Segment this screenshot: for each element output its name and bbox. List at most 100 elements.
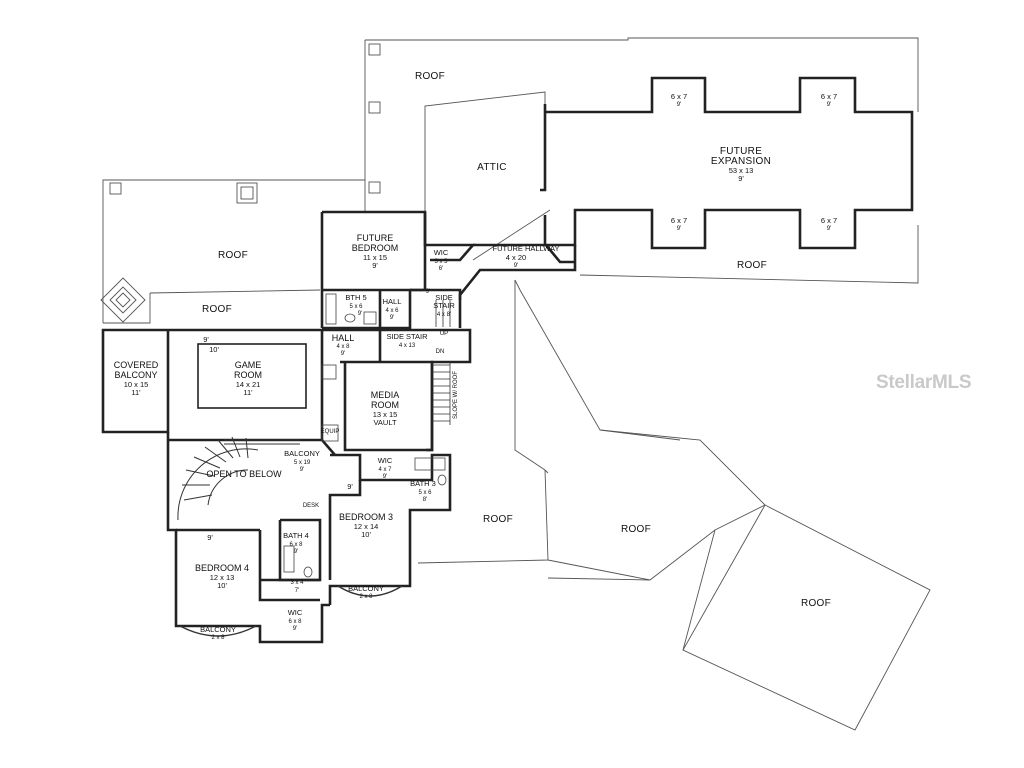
label-covered-balcony-1: COVERED: [114, 360, 159, 370]
watermark: StellarMLS: [876, 372, 972, 393]
balcony-curves: [179, 585, 403, 637]
label-game-room-height: 11': [243, 388, 253, 397]
label-balcony-b3: BALCONY: [348, 584, 384, 593]
label-dn: DN: [436, 349, 445, 355]
label-bedroom3: BEDROOM 3: [339, 512, 393, 522]
label-future-hallway-dims: 4 x 20: [506, 253, 526, 262]
label-bath4-dims: 6 x 8: [289, 542, 303, 548]
label-bump-bl-dims: 6 x 7: [671, 216, 687, 225]
label-bedroom4-height: 10': [217, 581, 227, 590]
label-bump-br-height: 9': [827, 226, 831, 232]
label-bath4: BATH 4: [283, 531, 309, 540]
label-media-room-vault: VAULT: [373, 418, 396, 427]
label-hall-upper-dims: 4 x 6: [385, 308, 399, 314]
label-covered-balcony-2: BALCONY: [114, 370, 157, 380]
label-attic: ATTIC: [477, 162, 507, 173]
label-roof-top: ROOF: [415, 71, 445, 82]
label-roof-mid-left: ROOF: [202, 304, 232, 315]
label-bath3-height: 8': [423, 497, 427, 503]
label-wic-top: WIC: [434, 248, 449, 257]
label-bump-tl-height: 9': [677, 102, 681, 108]
label-hall-lower: HALL: [332, 333, 355, 343]
label-bath5-dims: 5 x 6: [349, 304, 363, 310]
label-wic-top-dims: 5 x 5: [434, 259, 448, 265]
label-slope-roof: SLOPE W/ ROOF: [453, 371, 459, 419]
label-bedroom4-dims: 12 x 13: [210, 573, 235, 582]
label-balcony-inner: BALCONY: [284, 449, 320, 458]
label-bump-tl-dims: 6 x 7: [671, 92, 687, 101]
label-bath4-height: 9': [294, 549, 298, 555]
label-roof-center-right: ROOF: [621, 524, 651, 535]
label-equip: EQUIP: [321, 429, 340, 435]
label-hall-upper-height: 9': [390, 315, 394, 321]
label-wic-mid-dims: 4 x 7: [378, 467, 392, 473]
label-balcony-b3-dims: 2 x 8: [359, 594, 373, 600]
label-bath5: BTH 5: [345, 293, 366, 302]
label-hall-lower-dims: 4 x 8: [336, 344, 350, 350]
label-bump-tr-dims: 6 x 7: [821, 92, 837, 101]
label-closet-small-dims: 3 x 4: [290, 580, 304, 586]
label-open-to-below: OPEN TO BELOW: [206, 469, 282, 479]
label-bath3-dims: 5 x 6: [418, 490, 432, 496]
label-bedroom3-dims: 12 x 14: [354, 522, 379, 531]
labels: ROOF ROOF ROOF ROOF ROOF ROOF ROOF ATTIC…: [114, 71, 837, 641]
label-wic-bottom-height: 9': [293, 626, 297, 632]
label-future-bedroom-1: FUTURE: [357, 233, 394, 243]
label-media-room-1: MEDIA: [371, 390, 400, 400]
label-game-room-ceiling-9: 9': [203, 335, 209, 344]
label-covered-balcony-height: 11': [131, 388, 141, 397]
label-up: UP: [440, 331, 448, 337]
label-media-room-2: ROOM: [371, 400, 399, 410]
roof-outlines: [100, 37, 931, 731]
label-future-hallway-height: 9': [514, 263, 518, 269]
fixtures: [283, 293, 447, 578]
label-covered-balcony-dims: 10 x 15: [124, 380, 149, 389]
label-hall-upper: HALL: [383, 297, 402, 306]
label-bedroom4: BEDROOM 4: [195, 563, 249, 573]
label-media-room-dims: 13 x 15: [373, 410, 398, 419]
label-side-stair-right-height: 9': [426, 289, 430, 295]
label-balcony-b4-dims: 2 x 8: [211, 635, 225, 641]
label-side-stair-right-1: SIDE: [435, 293, 453, 302]
label-future-bedroom-2: BEDROOM: [352, 243, 399, 253]
label-side-stair-mid-dims: 4 x 13: [399, 343, 416, 349]
label-game-room-ceiling-10: 10': [209, 345, 219, 354]
label-bump-bl-height: 9': [677, 226, 681, 232]
label-balcony-inner-height: 9': [300, 467, 304, 473]
label-roof-center: ROOF: [483, 514, 513, 525]
label-wic-mid: WIC: [378, 456, 393, 465]
label-balcony-b4: BALCONY: [200, 625, 236, 634]
label-wic-bottom: WIC: [288, 608, 303, 617]
label-future-expansion-dims: 53 x 13: [729, 166, 754, 175]
label-side-stair-mid: SIDE STAIR: [386, 332, 428, 341]
label-future-bedroom-height: 9': [372, 261, 378, 270]
label-future-hallway: FUTURE HALLWAY: [493, 244, 560, 253]
label-future-expansion-2: EXPANSION: [711, 156, 771, 167]
label-bump-tr-height: 9': [827, 102, 831, 108]
label-roof-right-top: ROOF: [737, 260, 767, 271]
label-wic-bottom-dims: 6 x 8: [288, 619, 302, 625]
label-future-expansion-1: FUTURE: [720, 146, 762, 157]
walls: [101, 76, 914, 644]
label-roof-left: ROOF: [218, 250, 248, 261]
label-wic-mid-height: 9': [383, 474, 387, 480]
label-roof-far-right: ROOF: [801, 598, 831, 609]
label-future-bedroom-dims: 11 x 15: [363, 253, 387, 262]
stairs: [432, 300, 451, 425]
spiral-stair: [177, 436, 300, 521]
label-hall-lower-height: 9': [341, 351, 345, 357]
label-game-room-dims: 14 x 21: [236, 380, 261, 389]
label-future-expansion-height: 9': [738, 174, 744, 183]
label-game-room-2: ROOM: [234, 370, 262, 380]
label-side-stair-right-2: STAIR: [433, 301, 455, 310]
label-bedroom3-ceiling: 9': [347, 482, 353, 491]
label-bedroom3-height: 10': [361, 530, 371, 539]
label-bedroom4-ceiling: 9': [207, 533, 213, 542]
label-wic-top-height: 6': [439, 266, 443, 272]
label-game-room-1: GAME: [235, 360, 262, 370]
label-bath5-height: 9': [358, 311, 362, 317]
label-bump-br-dims: 6 x 7: [821, 216, 837, 225]
label-bath3: BATH 3: [410, 479, 436, 488]
label-desk: DESK: [303, 503, 319, 509]
